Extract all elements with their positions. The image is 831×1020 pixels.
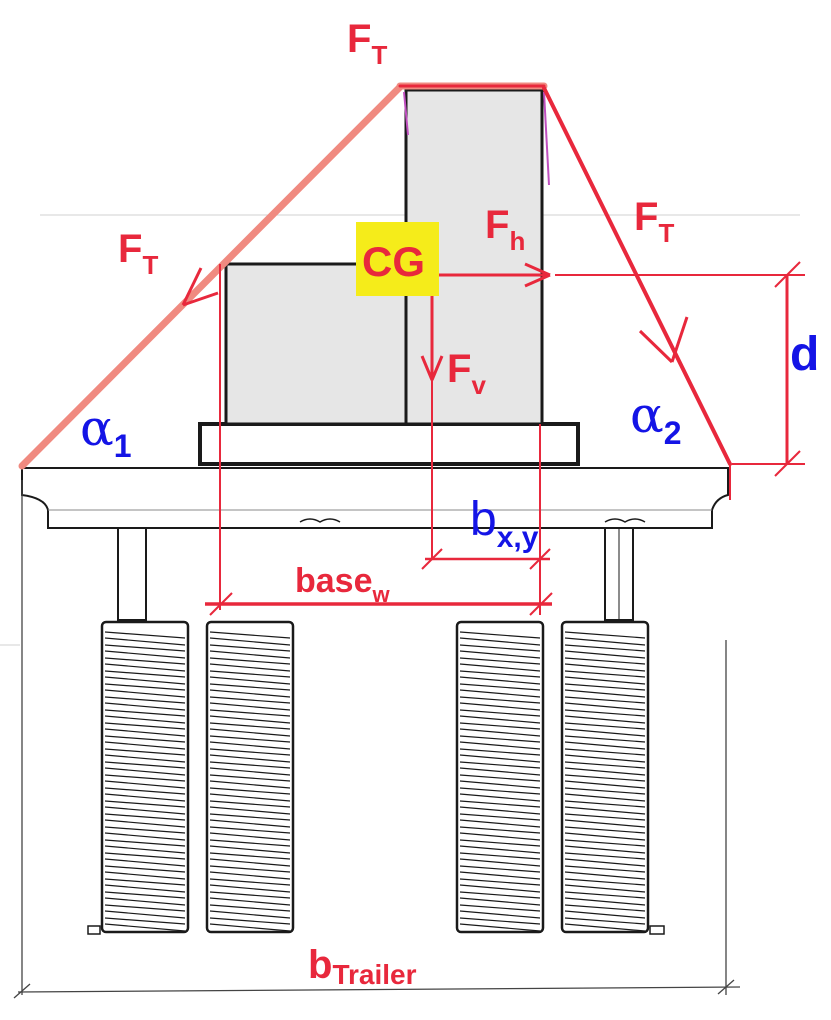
trailer-deck	[21, 467, 729, 529]
ft-left-label: FT	[118, 227, 158, 280]
btrailer-label: bTrailer	[308, 943, 417, 990]
strap-left-segment	[18, 83, 404, 470]
alpha1-label: α1	[80, 399, 132, 464]
corner-edge-hints	[403, 91, 550, 186]
bxy-label: bx,y	[470, 493, 539, 554]
axle-stems	[117, 527, 634, 621]
right-tension-arrowhead	[638, 316, 689, 364]
cg-label: CG	[362, 238, 425, 285]
fh-label: Fh	[485, 203, 525, 256]
dimension-lines	[205, 261, 805, 616]
left-tension-arrowhead	[181, 267, 219, 307]
basew-label: basew	[295, 562, 391, 607]
tire-outer-left	[100, 620, 190, 934]
tire-inner-right	[455, 620, 545, 934]
ft-top-label: FT	[347, 17, 387, 70]
btrailer-dimension	[13, 480, 741, 999]
ft-right-label: FT	[634, 195, 674, 248]
strap-tension-arrows	[181, 267, 689, 364]
d-label: d	[790, 328, 819, 381]
tire-inner-left	[205, 620, 295, 934]
alpha2-label: α2	[630, 386, 682, 451]
fv-label: Fv	[447, 347, 486, 400]
cg-highlight	[356, 222, 439, 296]
tire-base-bars	[87, 925, 665, 935]
tires	[100, 620, 650, 934]
pallet-base	[198, 422, 580, 466]
tire-outer-right	[560, 620, 650, 934]
